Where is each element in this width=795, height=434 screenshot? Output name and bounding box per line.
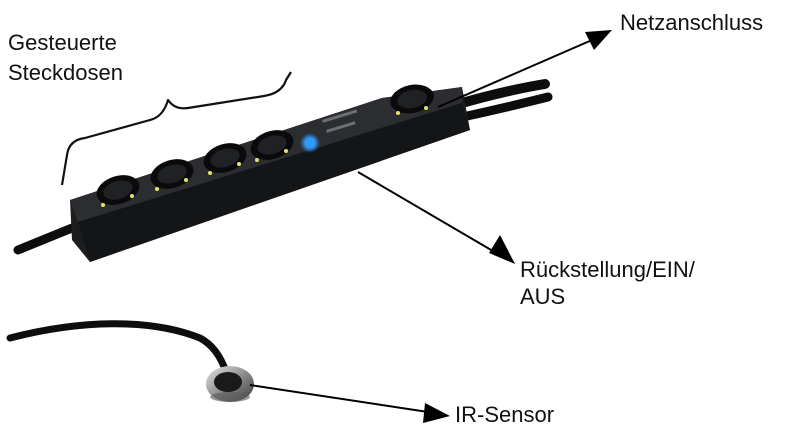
status-led-icon — [306, 139, 314, 147]
ir-sensor-cable — [6, 320, 230, 376]
arrow-reset-button — [357, 171, 515, 264]
power-cable-upper — [450, 79, 550, 110]
label-power-connection: Netzanschluss — [620, 10, 764, 35]
label-ir-sensor: IR-Sensor — [455, 402, 555, 427]
power-strip-front-edge — [78, 103, 470, 262]
strip-left-cable — [13, 223, 77, 255]
ir-sensor-head — [206, 366, 254, 402]
control-panel-print — [325, 121, 356, 133]
power-strip — [70, 84, 470, 262]
label-reset-on-off-line1: Rückstellung/EIN/ — [520, 257, 695, 282]
control-panel-print — [322, 109, 358, 123]
arrow-power-connection — [437, 30, 612, 108]
label-controlled-outlets-line2: Steckdosen — [8, 60, 123, 85]
outlet — [390, 84, 434, 115]
label-reset-on-off-line2: AUS — [520, 284, 566, 309]
label-controlled-outlets-line1: Gesteuerte — [8, 30, 117, 55]
outlets-brace — [60, 71, 292, 186]
outlet — [150, 159, 194, 191]
outlet — [250, 130, 294, 162]
arrow-ir-sensor — [249, 384, 450, 423]
power-cable-lower — [453, 92, 553, 123]
outlet — [96, 175, 140, 207]
outlet — [203, 143, 247, 175]
